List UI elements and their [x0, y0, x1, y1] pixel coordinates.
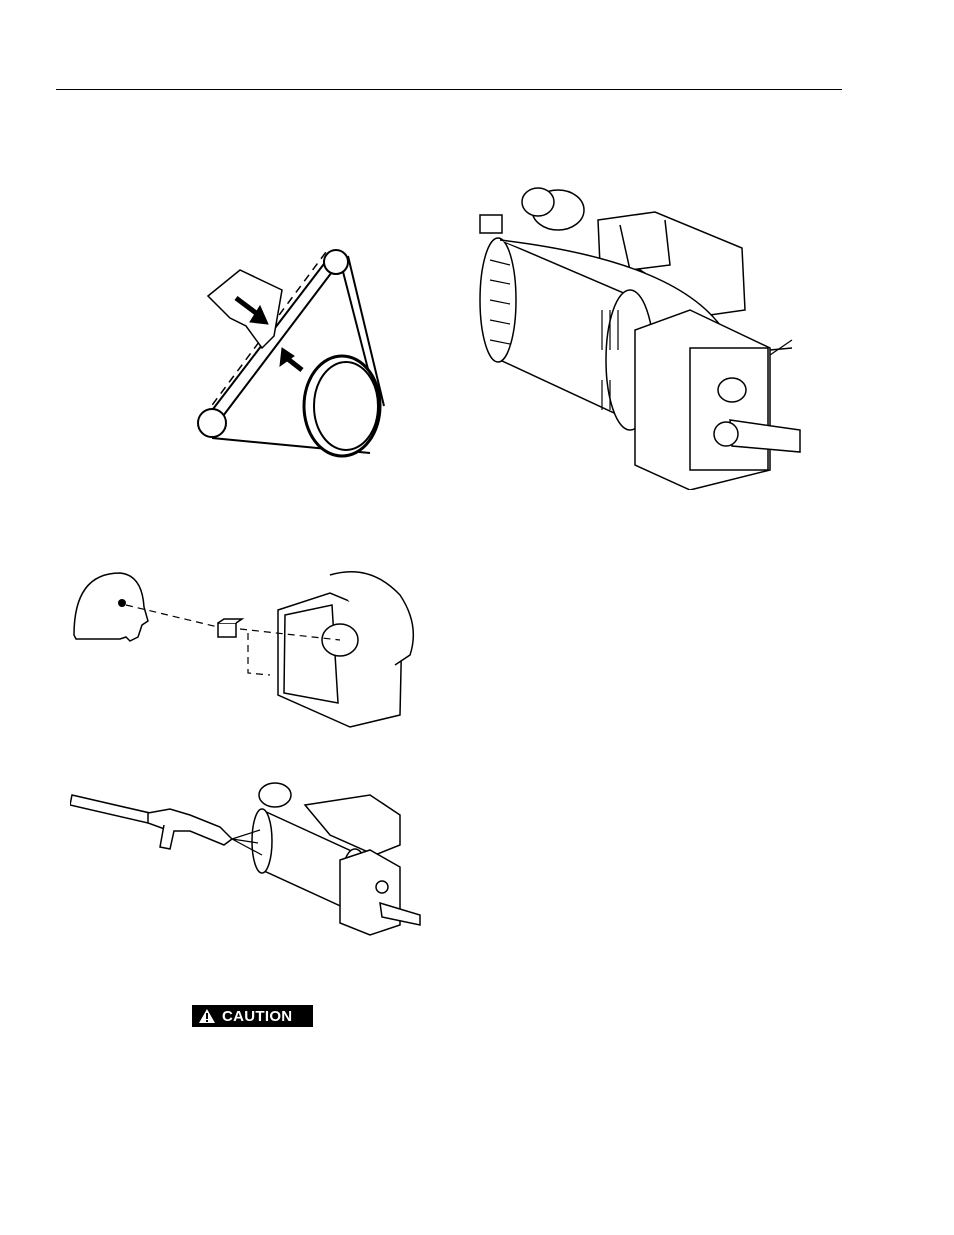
header-rule [56, 89, 842, 90]
caution-label: CAUTION [192, 1005, 313, 1027]
air-cleaning-illustration [70, 775, 430, 945]
generator-icon [470, 180, 810, 490]
caution-text: CAUTION [222, 1008, 292, 1025]
inspection-icon [70, 565, 420, 730]
belt-deflection-icon [190, 238, 390, 460]
warning-triangle-icon [198, 1008, 216, 1024]
generator-assembly-illustration [470, 180, 810, 490]
brush-inspection-illustration [70, 565, 420, 730]
air-nozzle-icon [70, 775, 430, 945]
belt-tension-illustration [190, 238, 390, 460]
